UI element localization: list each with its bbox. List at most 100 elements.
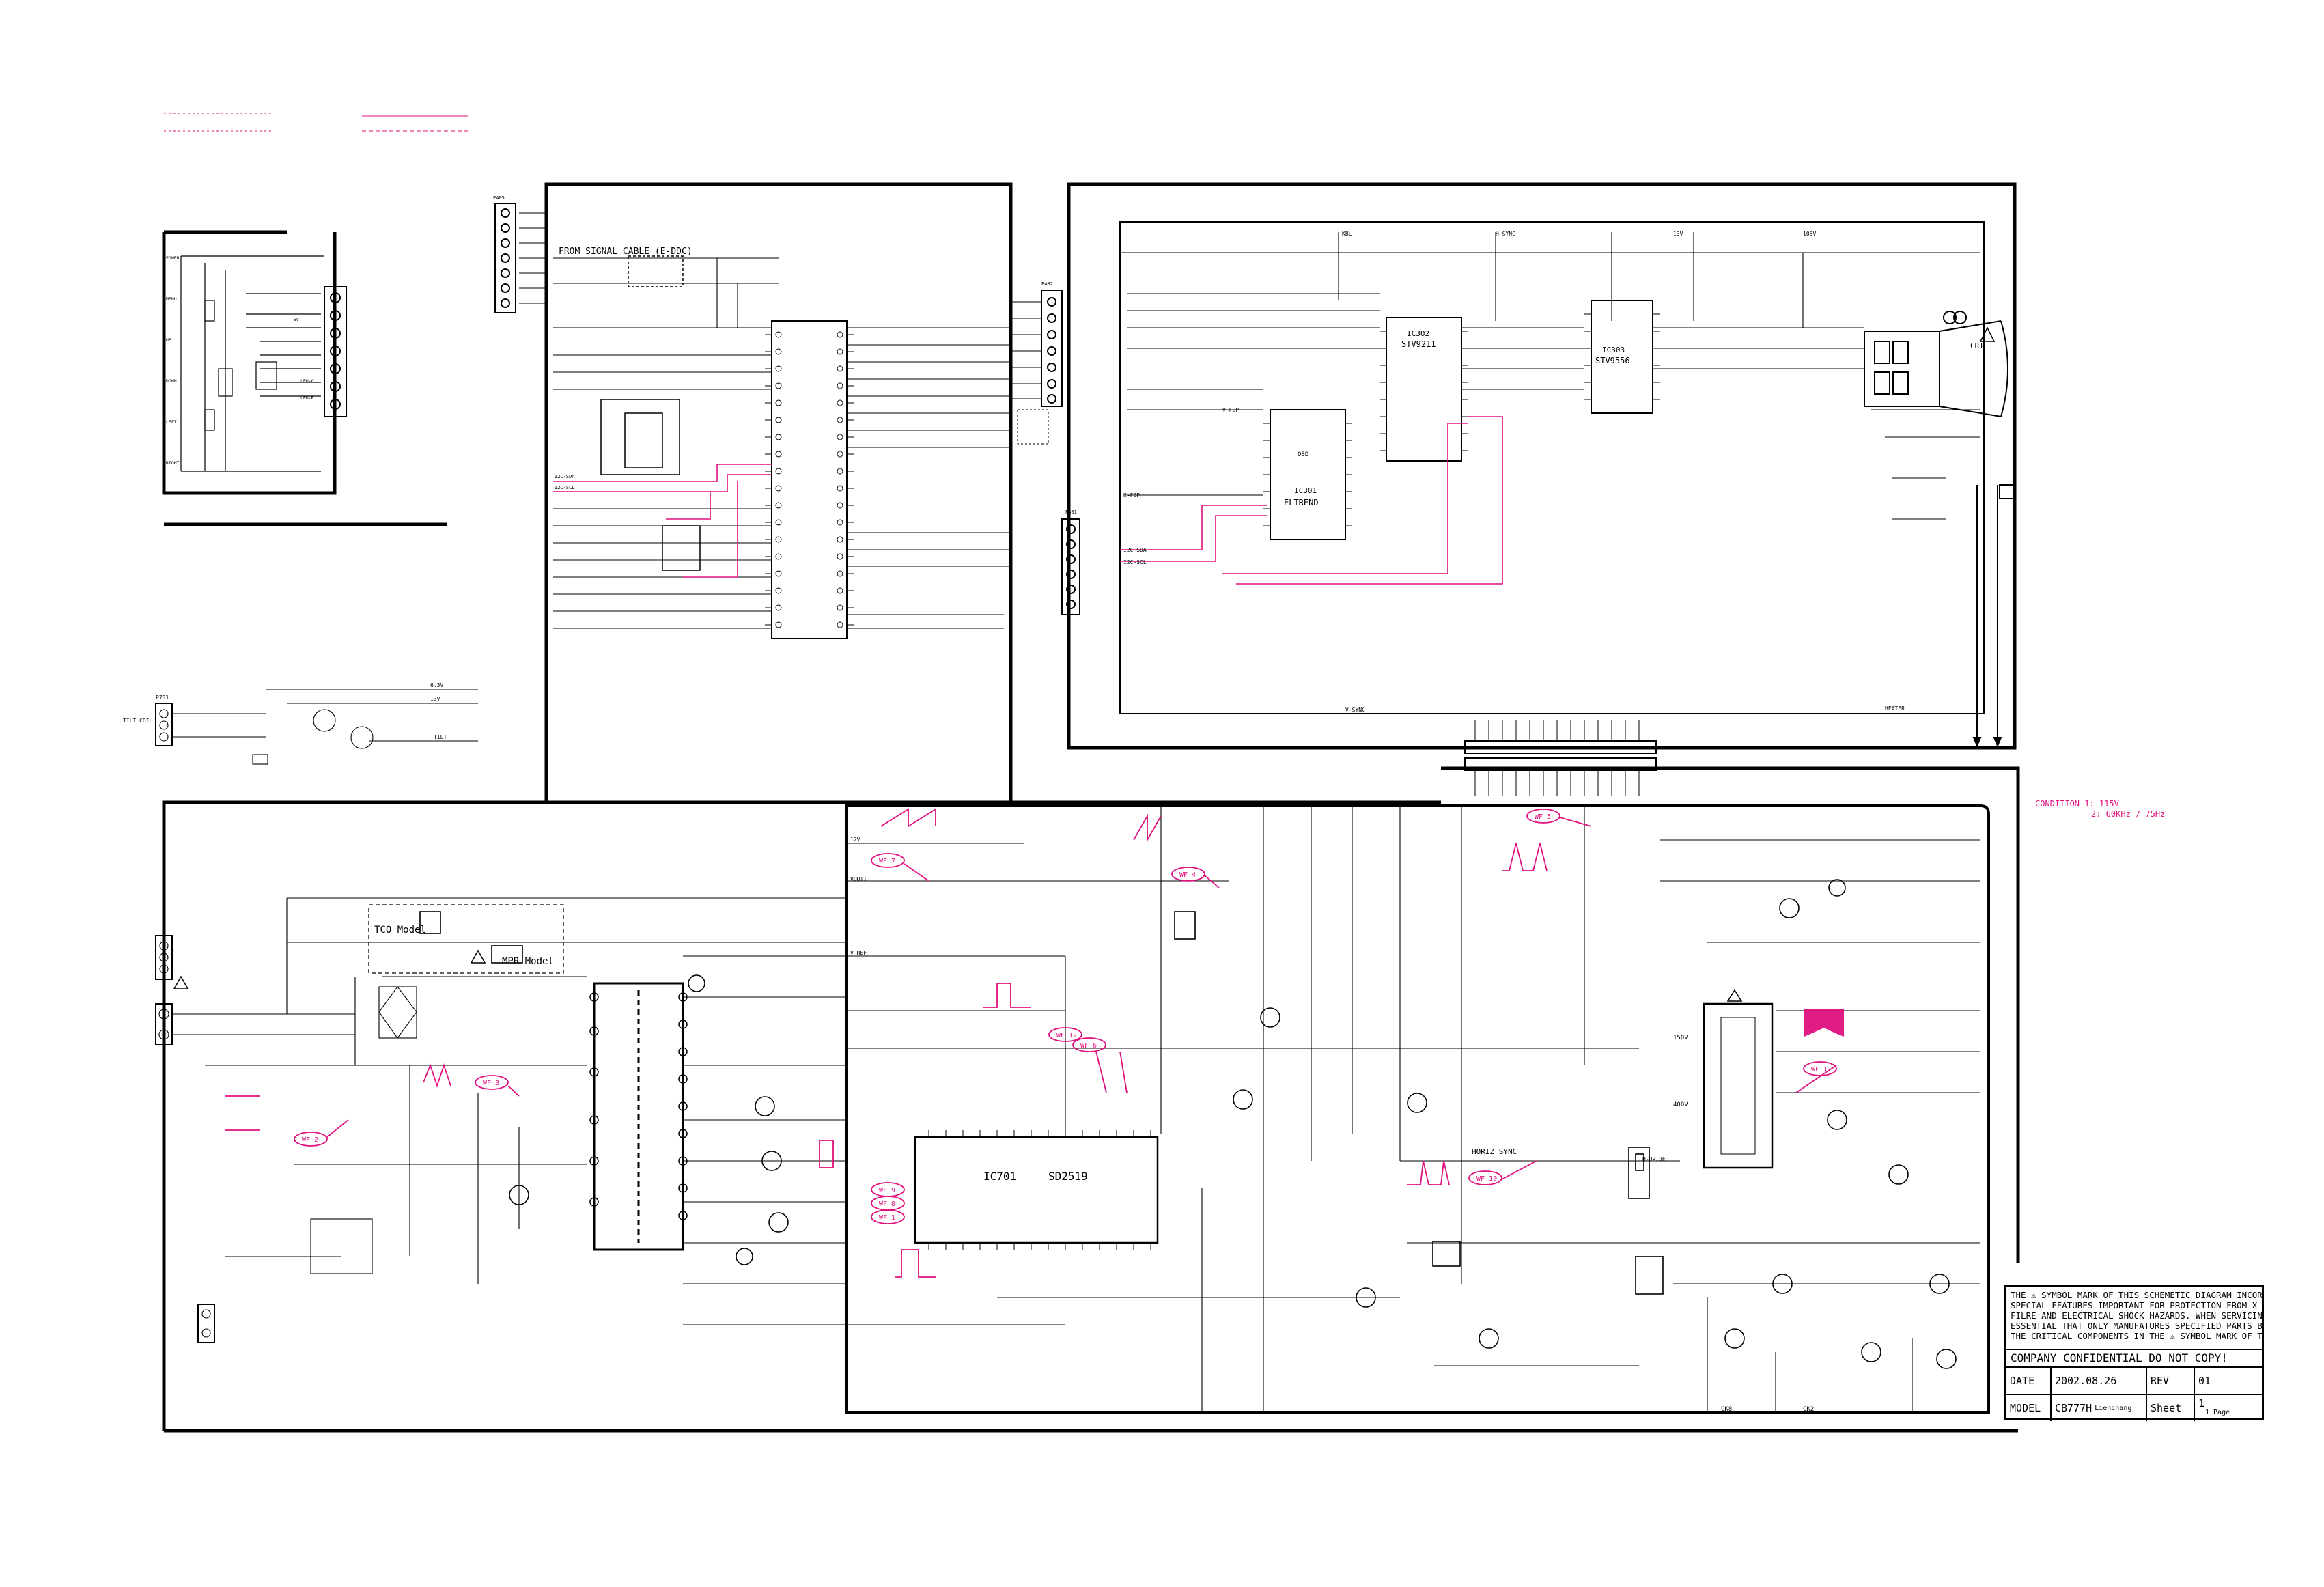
ic301-chip bbox=[1263, 409, 1352, 540]
crt-signal-labels: I2C-SDA I2C-SCL H-SYNC V-SYNC H-FBP V-FB… bbox=[1123, 231, 1905, 713]
condition-line-2: 2: 60KHz / 75Hz bbox=[2091, 809, 2166, 819]
power-wiring bbox=[155, 897, 847, 1343]
key-label-down: DOWN bbox=[166, 378, 177, 384]
svg-text:13V: 13V bbox=[430, 696, 440, 702]
vout1-label: VOUT1 bbox=[850, 876, 867, 882]
safety-note-line-3: FILRE AND ELECTRICAL SHOCK HAZARDS. WHEN… bbox=[2011, 1310, 2262, 1321]
p405-label: P405 bbox=[493, 195, 505, 201]
header-marks bbox=[164, 113, 468, 132]
keyboard-connector bbox=[324, 286, 347, 417]
p402-wires bbox=[1011, 301, 1041, 399]
deflection-outline bbox=[845, 804, 1990, 1414]
ic302-part: STV9211 bbox=[1401, 339, 1436, 349]
wf-label-3: WF 3 bbox=[483, 1080, 499, 1087]
warning-icon-line bbox=[173, 975, 189, 989]
date-label: DATE bbox=[2006, 1368, 2052, 1394]
svg-text:105V: 105V bbox=[1803, 231, 1816, 237]
wf-label-10: WF 10 bbox=[1476, 1175, 1497, 1183]
rev-label: REV bbox=[2147, 1368, 2195, 1394]
crt-warning-icon bbox=[1979, 326, 1996, 342]
wf-label-6: WF 6 bbox=[1080, 1042, 1097, 1050]
condition-line-1: CONDITION 1: 115V bbox=[2035, 799, 2119, 809]
i2c-routes-mcu bbox=[553, 464, 772, 578]
svg-text:H-FBP: H-FBP bbox=[1123, 492, 1140, 498]
mpr-label: MPR Model bbox=[502, 956, 554, 967]
tco-label: TCO Model bbox=[374, 925, 426, 936]
svg-text:HEATER: HEATER bbox=[1885, 705, 1905, 712]
ic303-chip bbox=[1584, 300, 1660, 414]
safety-note-line-1: THE ⚠ SYMBOL MARK OF THIS SCHEMETIC DIAG… bbox=[2011, 1290, 2262, 1300]
signal-cable-label: FROM SIGNAL CABLE (E-DDC) bbox=[559, 247, 692, 257]
heater-arrows bbox=[1972, 485, 2002, 748]
power-transistors bbox=[509, 974, 789, 1265]
crt-sub-frame bbox=[1119, 221, 1985, 714]
wf-label-12: WF 12 bbox=[1056, 1032, 1077, 1039]
deflection-wiring bbox=[847, 806, 1980, 1412]
title-row-date: DATE 2002.08.26 REV 01 bbox=[2006, 1368, 2262, 1395]
company-name: Lienchang bbox=[2095, 1404, 2132, 1412]
tilt-labels: P701 TILT COIL 6.3V 13V TILT bbox=[123, 682, 447, 740]
mcu-bus-lines bbox=[519, 212, 1011, 629]
ic303-ref: IC303 bbox=[1602, 346, 1625, 354]
safety-note-line-2: SPECIAL FEATURES IMPORTANT FOR PROTECTIO… bbox=[2011, 1300, 2262, 1310]
model-value: CB777H bbox=[2055, 1402, 2092, 1414]
ic701-part: SD2519 bbox=[1048, 1170, 1088, 1183]
safety-note: THE ⚠ SYMBOL MARK OF THIS SCHEMETIC DIAG… bbox=[2006, 1287, 2262, 1350]
sheet-label: Sheet bbox=[2147, 1395, 2195, 1421]
crt-label: CRT bbox=[1970, 341, 1984, 350]
rail-150v-label: 150V bbox=[1673, 1035, 1688, 1041]
ic302-chip bbox=[1380, 317, 1468, 462]
sheet-value: 1 bbox=[2198, 1397, 2205, 1409]
title-block: THE ⚠ SYMBOL MARK OF THIS SCHEMETIC DIAG… bbox=[2004, 1285, 2264, 1421]
ic701-chip bbox=[914, 1130, 1159, 1250]
ic301-ref: IC301 bbox=[1294, 486, 1317, 495]
svg-text:V-FBP: V-FBP bbox=[1222, 407, 1239, 413]
rail-label-5v-kb: 5V bbox=[294, 317, 299, 322]
horiz-sync-label: HORIZ SYNC bbox=[1472, 1147, 1517, 1156]
sheet-cell: 1 1 Page bbox=[2195, 1395, 2262, 1421]
h-drive-label: H-DRIVE bbox=[1642, 1156, 1666, 1162]
eeprom-blocks bbox=[600, 255, 701, 571]
rev-value: 01 bbox=[2198, 1375, 2211, 1387]
flyback-transformer bbox=[1703, 1002, 1774, 1169]
svg-text:TILT: TILT bbox=[434, 734, 447, 740]
p301-label: P301 bbox=[1065, 509, 1077, 515]
vref-label: V-REF bbox=[850, 950, 867, 956]
tco-mpr-box bbox=[368, 904, 564, 974]
key-label-up: UP bbox=[166, 337, 171, 343]
option-box bbox=[1017, 409, 1049, 445]
svg-text:KBL: KBL bbox=[1342, 231, 1352, 237]
waveform-annotations bbox=[225, 808, 1837, 1278]
model-cell: CB777H Lienchang bbox=[2052, 1395, 2147, 1421]
flyback-waveform bbox=[1804, 1009, 1844, 1037]
b2b-connector bbox=[1464, 740, 1657, 771]
crt-tube bbox=[1864, 311, 2008, 417]
led-label-g: LED-G bbox=[300, 378, 314, 384]
svg-text:6.3V: 6.3V bbox=[430, 682, 443, 688]
board-outlines bbox=[162, 182, 2020, 1433]
keyboard-wiring bbox=[180, 255, 324, 472]
mcu-i2c-labels: I2C-SDA I2C-SCL bbox=[555, 474, 575, 490]
ic701-ref: IC701 bbox=[983, 1170, 1016, 1183]
ic301-osd: OSD bbox=[1298, 451, 1308, 458]
svg-text:13V: 13V bbox=[1673, 231, 1683, 237]
crt-wiring bbox=[1120, 232, 1980, 714]
svg-text:V-SYNC: V-SYNC bbox=[1345, 707, 1365, 713]
wf-label-4: WF 4 bbox=[1179, 871, 1196, 879]
ic303-part: STV9556 bbox=[1595, 356, 1630, 365]
mcu-chip bbox=[765, 320, 854, 639]
p901-connector bbox=[1999, 484, 2014, 499]
wf-label-2: WF 2 bbox=[302, 1136, 318, 1144]
i2c-routes-crt bbox=[1120, 416, 1503, 585]
transformer-pins bbox=[589, 992, 688, 1220]
key-label-menu: MENU bbox=[166, 296, 177, 302]
svg-text:P701: P701 bbox=[156, 694, 169, 701]
option-parts bbox=[1174, 911, 1664, 1295]
ck8-label: CK8 bbox=[1721, 1406, 1732, 1413]
confidential-notice: COMPANY CONFIDENTIAL DO NOT COPY! bbox=[2006, 1350, 2262, 1368]
led-label-r: LED-R bbox=[300, 395, 314, 401]
wf-label-1: WF 1 bbox=[879, 1214, 895, 1222]
b2b-pins bbox=[1474, 720, 1640, 796]
tco-mpr-parts bbox=[419, 911, 523, 964]
